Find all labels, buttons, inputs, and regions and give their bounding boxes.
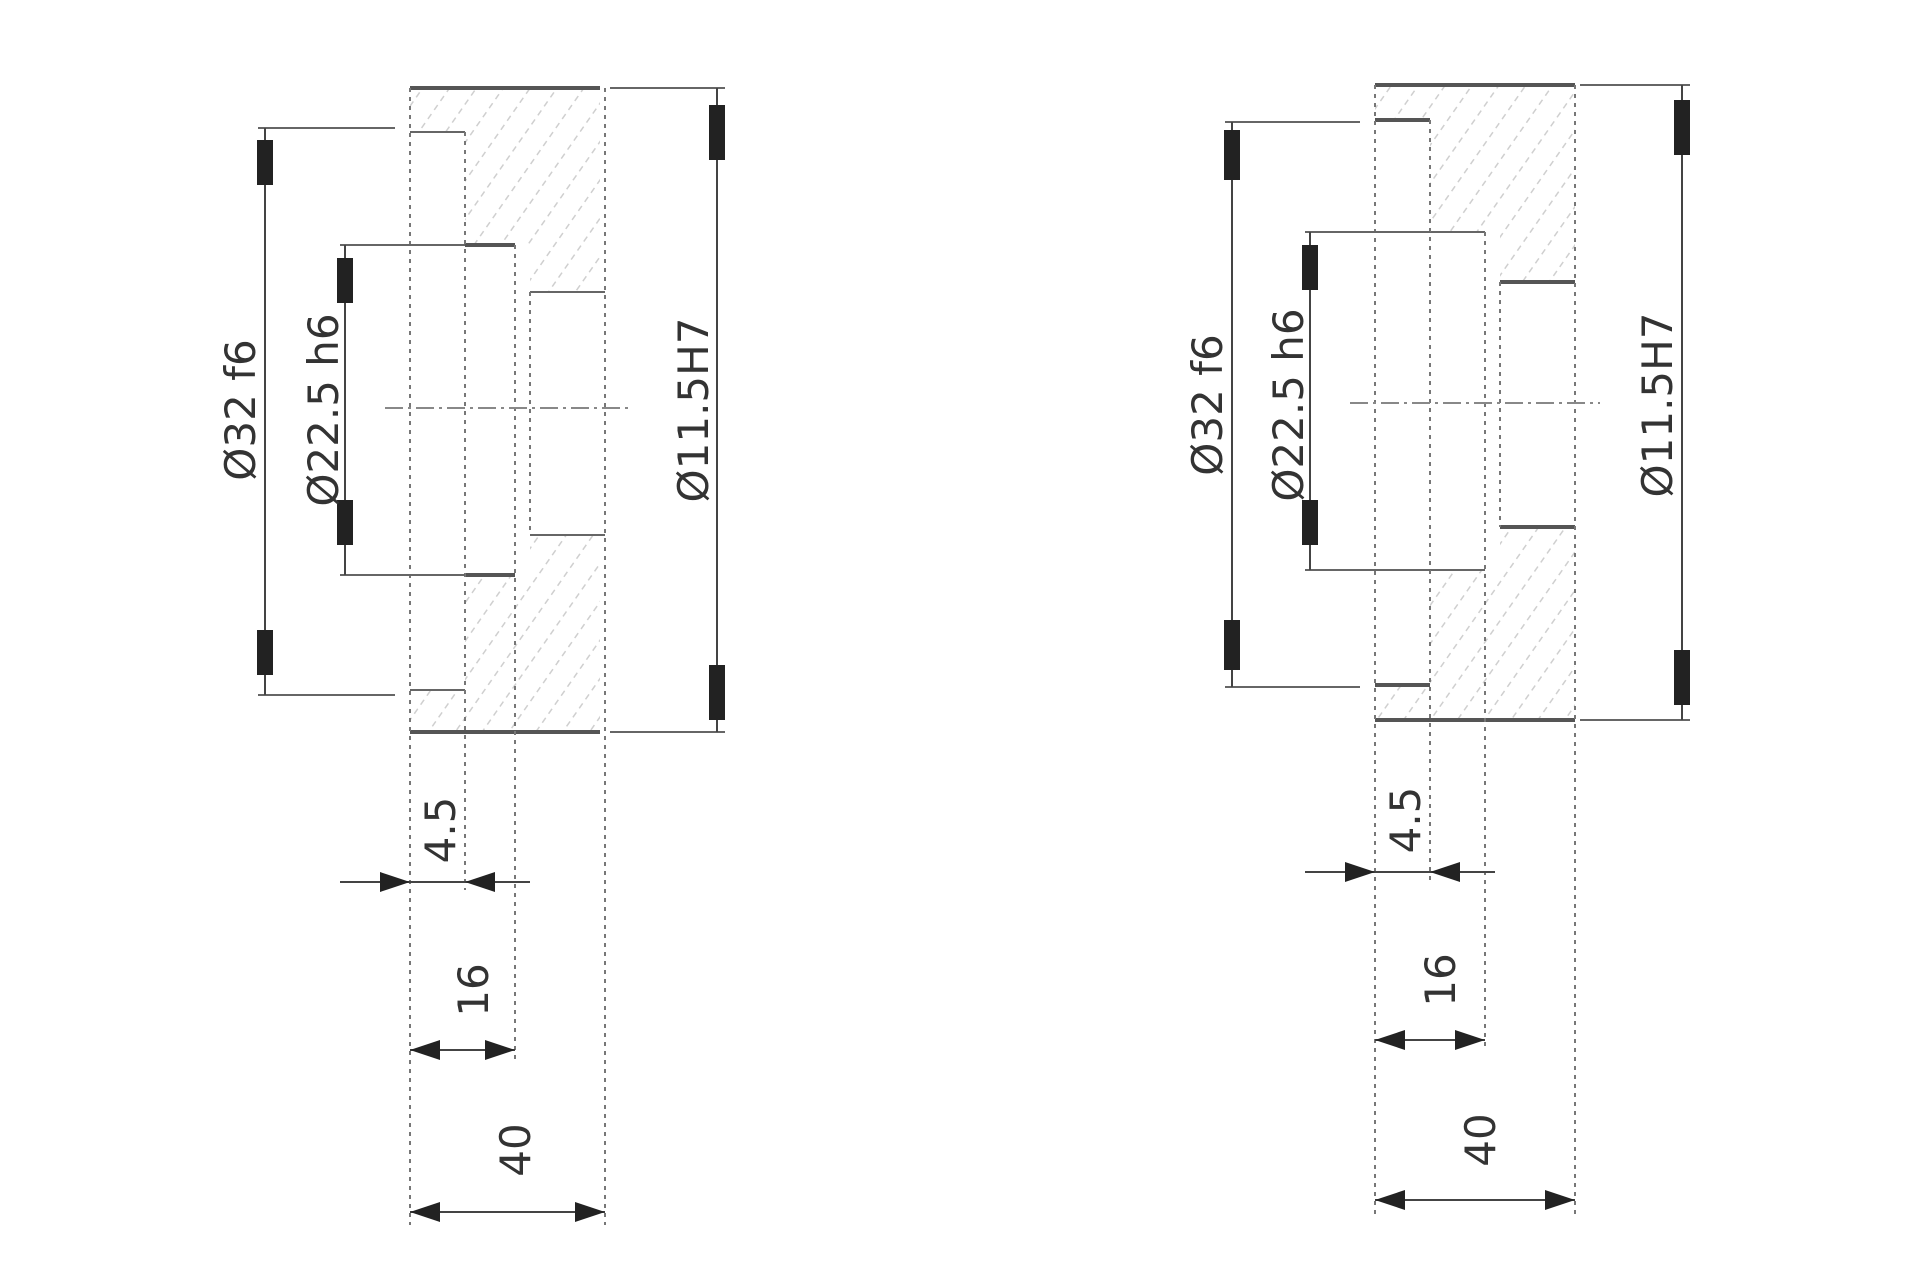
dimension-text-length-b: 16	[1416, 953, 1465, 1006]
section-hatch-bottom-left	[410, 535, 600, 732]
dimension-tick-mark	[337, 500, 353, 545]
dimension-tick-mark	[1224, 620, 1240, 670]
dimension-text-length-a: 4.5	[1381, 787, 1430, 854]
dimension-text-bore-diameter: Ø11.5H7	[1633, 313, 1682, 498]
section-hatch-top-left	[410, 88, 600, 292]
dimension-text-length-c: 40	[1456, 1113, 1505, 1166]
dimension-tick-mark	[257, 140, 273, 185]
dimension-text-length-a: 4.5	[416, 797, 465, 864]
dimension-tick-mark	[709, 105, 725, 160]
dimension-text-mid-diameter: Ø22.5 h6	[299, 313, 348, 506]
dimension-arrow	[410, 1040, 440, 1060]
dimension-arrow	[410, 1202, 440, 1222]
dimension-tick-mark	[1224, 130, 1240, 180]
dimension-tick-mark	[1302, 245, 1318, 290]
dimension-text-length-c: 40	[491, 1123, 540, 1176]
dimension-tick-mark	[337, 258, 353, 303]
dimension-text-bore-diameter: Ø11.5H7	[669, 318, 718, 503]
dimension-text-mid-diameter: Ø22.5 h6	[1264, 308, 1313, 501]
dimension-arrow	[1345, 862, 1375, 882]
dimension-arrow	[575, 1202, 605, 1222]
section-hatch-bottom-right	[1375, 527, 1575, 720]
dimension-arrow	[465, 872, 495, 892]
dimension-arrow	[1545, 1190, 1575, 1210]
dimension-tick-mark	[709, 665, 725, 720]
dimension-text-outer-diameter: Ø32 f6	[216, 339, 265, 480]
section-hatch-top-right	[1375, 85, 1575, 282]
dimension-tick-mark	[1302, 500, 1318, 545]
part-right: Ø32 f6 Ø22.5 h6 Ø11.5H7 4.5 16 40	[1183, 83, 1690, 1215]
dimension-tick-mark	[1674, 100, 1690, 155]
dimension-tick-mark	[257, 630, 273, 675]
dimension-arrow	[380, 872, 410, 892]
dimension-text-outer-diameter: Ø32 f6	[1183, 334, 1232, 475]
dimension-tick-mark	[1674, 650, 1690, 705]
dimension-arrow	[1455, 1030, 1485, 1050]
dimension-text-length-b: 16	[449, 963, 498, 1016]
dimension-arrow	[1375, 1030, 1405, 1050]
part-left: Ø32 f6 Ø22.5 h6 Ø11.5H7 4.5 16 40	[216, 86, 725, 1225]
dimension-arrow	[485, 1040, 515, 1060]
dimension-arrow	[1430, 862, 1460, 882]
dimension-arrow	[1375, 1190, 1405, 1210]
